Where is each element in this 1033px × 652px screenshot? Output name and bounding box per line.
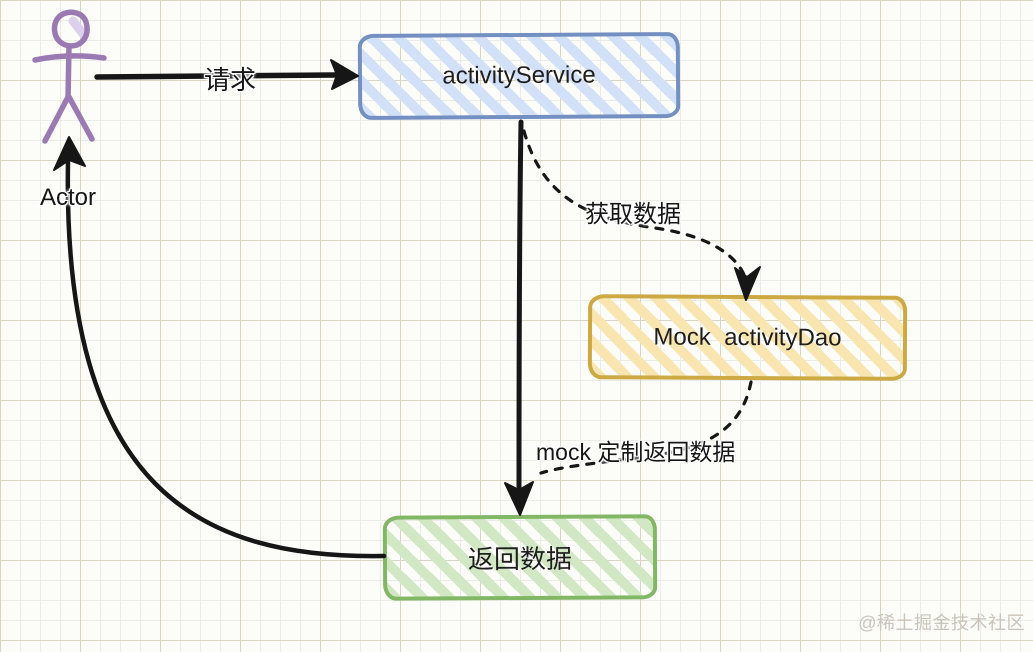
node-return-data-label: 返回数据 xyxy=(467,543,573,575)
node-activity-service-label: activityService xyxy=(442,61,596,90)
actor-figure-icon xyxy=(32,9,107,144)
edge-request-label: 请求 xyxy=(203,65,256,95)
watermark-text: @稀土掘金技术社区 xyxy=(858,613,1025,633)
edge-service-to-return-arrow xyxy=(504,119,534,516)
node-return-data: 返回数据 xyxy=(382,514,658,601)
node-mock-activity-dao: Mock activityDao xyxy=(587,294,908,381)
edge-fetch-data-label: 获取数据 xyxy=(585,201,681,228)
edge-mock-return-label: mock 定制返回数据 xyxy=(536,439,736,465)
node-mock-activity-dao-label: Mock activityDao xyxy=(653,323,842,351)
edge-return-to-actor-arrow xyxy=(53,136,387,559)
node-activity-service: activityService xyxy=(357,32,681,120)
actor-label: Actor xyxy=(40,184,97,211)
